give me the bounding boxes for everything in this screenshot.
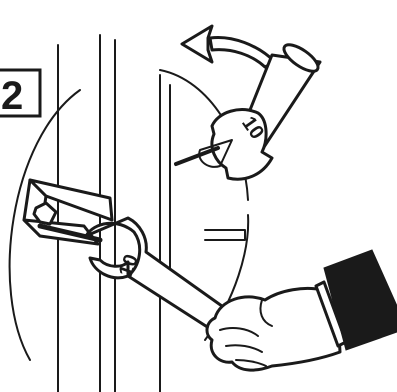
- allen-key: [176, 148, 218, 164]
- step-number: 2: [1, 74, 23, 118]
- hand-illustration: [207, 282, 346, 370]
- rotation-arrow-icon: [182, 26, 275, 67]
- step-badge: 2: [0, 70, 40, 118]
